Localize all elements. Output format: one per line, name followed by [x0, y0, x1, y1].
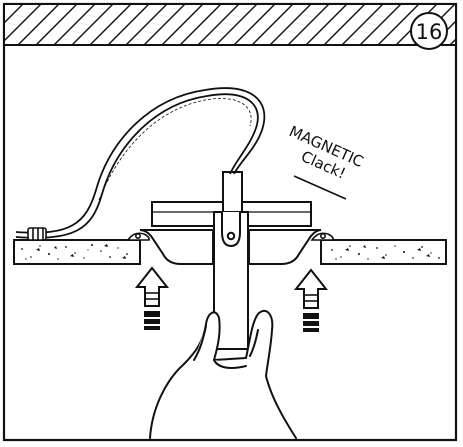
annotation-underline — [293, 175, 347, 200]
push-up-arrow-right — [293, 268, 329, 332]
ceiling-hatch-band — [3, 3, 457, 46]
step-number-badge: 16 — [410, 12, 448, 50]
push-up-arrow-left — [134, 266, 170, 330]
step-number-text: 16 — [416, 20, 443, 44]
mounting-clip-left — [126, 232, 150, 241]
supply-cable — [15, 87, 266, 239]
ceiling-panel-left — [13, 239, 141, 265]
ceiling-panel-right — [320, 239, 447, 265]
mounting-clip-right — [310, 232, 334, 241]
hand-illustration — [149, 309, 297, 439]
cable-connector — [27, 227, 47, 241]
magnetic-clack-annotation: MAGNETIC Clack! — [286, 122, 366, 200]
